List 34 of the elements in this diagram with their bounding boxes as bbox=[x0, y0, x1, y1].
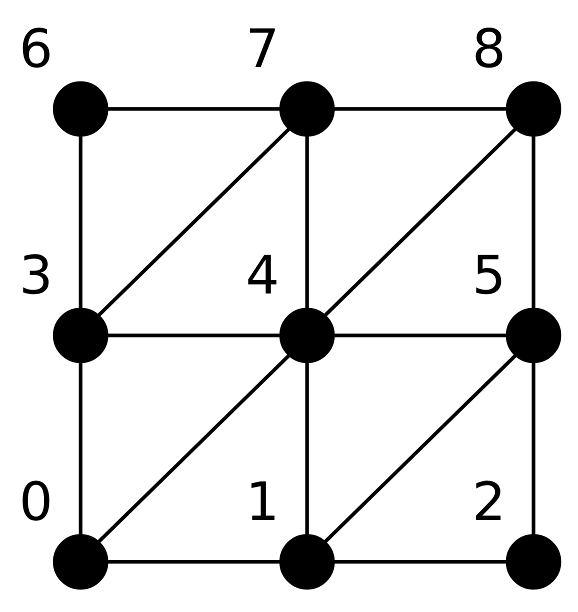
node-circle bbox=[52, 307, 108, 363]
node-label: 0 bbox=[19, 471, 53, 532]
connector bbox=[324, 353, 518, 542]
connector bbox=[107, 333, 281, 337]
connector bbox=[334, 560, 507, 564]
node-circle bbox=[279, 534, 335, 590]
connector bbox=[78, 362, 82, 534]
node-circle bbox=[279, 80, 335, 136]
connector bbox=[305, 135, 309, 308]
node-label: 1 bbox=[246, 471, 280, 532]
connector bbox=[305, 362, 309, 534]
node-circle bbox=[506, 534, 562, 590]
connector bbox=[107, 560, 281, 564]
node-label: 6 bbox=[19, 18, 53, 80]
node-label: 7 bbox=[246, 18, 280, 80]
connector bbox=[532, 135, 536, 308]
connector bbox=[334, 106, 507, 110]
node-label: 2 bbox=[472, 471, 506, 532]
node-label: 8 bbox=[472, 18, 506, 80]
connector bbox=[98, 126, 291, 316]
connector bbox=[532, 362, 536, 534]
connector bbox=[324, 126, 518, 316]
node-label: 4 bbox=[246, 244, 280, 306]
node-circle bbox=[279, 307, 335, 363]
connector bbox=[98, 353, 291, 542]
connector bbox=[78, 135, 82, 308]
node-circle bbox=[52, 534, 108, 590]
connector bbox=[107, 106, 281, 110]
node-circle bbox=[52, 80, 108, 136]
node-label: 3 bbox=[19, 244, 53, 306]
node-circle bbox=[506, 80, 562, 136]
connector bbox=[334, 333, 507, 337]
node-label: 5 bbox=[472, 244, 506, 306]
node-circle bbox=[506, 307, 562, 363]
